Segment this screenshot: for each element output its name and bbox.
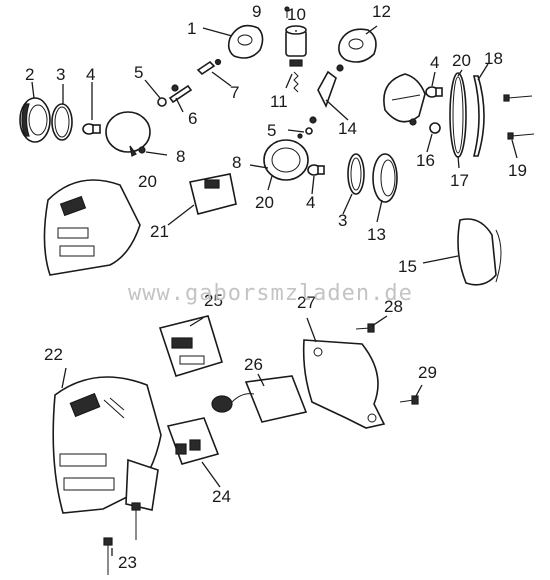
callout-18: 18 bbox=[484, 49, 503, 68]
part-4-bulb-mid bbox=[307, 164, 325, 176]
callout-16: 16 bbox=[416, 151, 435, 170]
part-1-switch-housing bbox=[227, 24, 264, 59]
callout-4-mid: 4 bbox=[306, 193, 315, 212]
callout-25: 25 bbox=[204, 291, 223, 310]
part-4-bulb-left bbox=[82, 123, 101, 135]
leader-lines bbox=[31, 25, 518, 556]
callout-20-mid: 20 bbox=[255, 193, 274, 212]
callout-6: 6 bbox=[188, 109, 197, 128]
part-29-screw bbox=[399, 395, 419, 405]
callout-23: 23 bbox=[118, 553, 137, 572]
part-9-tiny-screw bbox=[284, 6, 290, 18]
callout-21: 21 bbox=[150, 222, 169, 241]
part-13-lamp-rim bbox=[372, 153, 398, 203]
part-27-mounting-bracket bbox=[302, 339, 386, 429]
part-5-pin bbox=[157, 97, 167, 107]
part-2-lamp-rim bbox=[19, 97, 51, 143]
callout-26: 26 bbox=[244, 355, 263, 374]
callout-12: 12 bbox=[372, 2, 391, 21]
callout-4-right: 4 bbox=[430, 53, 439, 72]
part-25-switch-block bbox=[158, 315, 223, 377]
callout-8-mid: 8 bbox=[232, 153, 241, 172]
part-11-spring bbox=[293, 71, 299, 93]
part-3-o-ring bbox=[51, 103, 73, 141]
part-lamp-body-mid bbox=[263, 139, 309, 181]
part-15-headlamp-lens bbox=[457, 218, 502, 286]
callout-15: 15 bbox=[398, 257, 417, 276]
watermark-text: www.gaborsmzladen.de bbox=[128, 281, 413, 306]
callout-7: 7 bbox=[230, 83, 239, 102]
callout-5-mid: 5 bbox=[267, 121, 276, 140]
callout-22: 22 bbox=[44, 345, 63, 364]
callout-13: 13 bbox=[367, 225, 386, 244]
callout-2: 2 bbox=[25, 65, 34, 84]
part-16-small-lens bbox=[429, 122, 441, 134]
part-4-bulb-right bbox=[425, 86, 443, 98]
callout-14: 14 bbox=[338, 119, 357, 138]
callout-3-mid: 3 bbox=[338, 211, 347, 230]
callout-11: 11 bbox=[270, 92, 288, 111]
callout-29: 29 bbox=[418, 363, 437, 382]
part-lamp-housing-right bbox=[383, 73, 426, 126]
part-18-lens bbox=[472, 75, 485, 157]
callout-19: 19 bbox=[508, 161, 527, 180]
callout-20-right: 20 bbox=[452, 51, 471, 70]
callout-10: 10 bbox=[287, 5, 306, 24]
part-8-20-lamp-body-left bbox=[105, 111, 151, 157]
part-26-switch-unit bbox=[211, 375, 308, 423]
callout-4: 4 bbox=[86, 65, 95, 84]
part-3-o-ring-mid bbox=[347, 153, 365, 195]
part-14-contact-plate bbox=[309, 64, 344, 124]
part-5-pin-mid bbox=[297, 127, 313, 139]
part-6-screw bbox=[168, 84, 193, 104]
callout-1: 1 bbox=[187, 19, 196, 38]
part-19-screws bbox=[503, 94, 535, 140]
part-left-switch-assembly-small bbox=[43, 179, 141, 276]
part-12-switch-housing bbox=[338, 28, 377, 63]
callout-3: 3 bbox=[56, 65, 65, 84]
callout-27: 27 bbox=[297, 293, 316, 312]
part-24-connector-block bbox=[166, 417, 220, 465]
callout-24: 24 bbox=[212, 487, 231, 506]
part-22-switch-housing-large bbox=[52, 376, 162, 514]
callout-8: 8 bbox=[176, 147, 185, 166]
callout-28: 28 bbox=[384, 297, 403, 316]
callout-17: 17 bbox=[450, 171, 469, 190]
part-23-screws bbox=[103, 502, 141, 575]
part-28-screw bbox=[355, 323, 375, 333]
callout-20-left: 20 bbox=[138, 172, 157, 191]
callout-5: 5 bbox=[134, 63, 143, 82]
callout-numbers: 1 2 3 4 5 6 7 8 9 10 11 12 14 5 4 20 18 … bbox=[25, 2, 527, 572]
callout-9: 9 bbox=[252, 2, 261, 21]
part-17-gasket-ring bbox=[449, 72, 467, 158]
part-21-small-switch bbox=[189, 173, 237, 215]
part-7-bracket bbox=[196, 58, 222, 76]
